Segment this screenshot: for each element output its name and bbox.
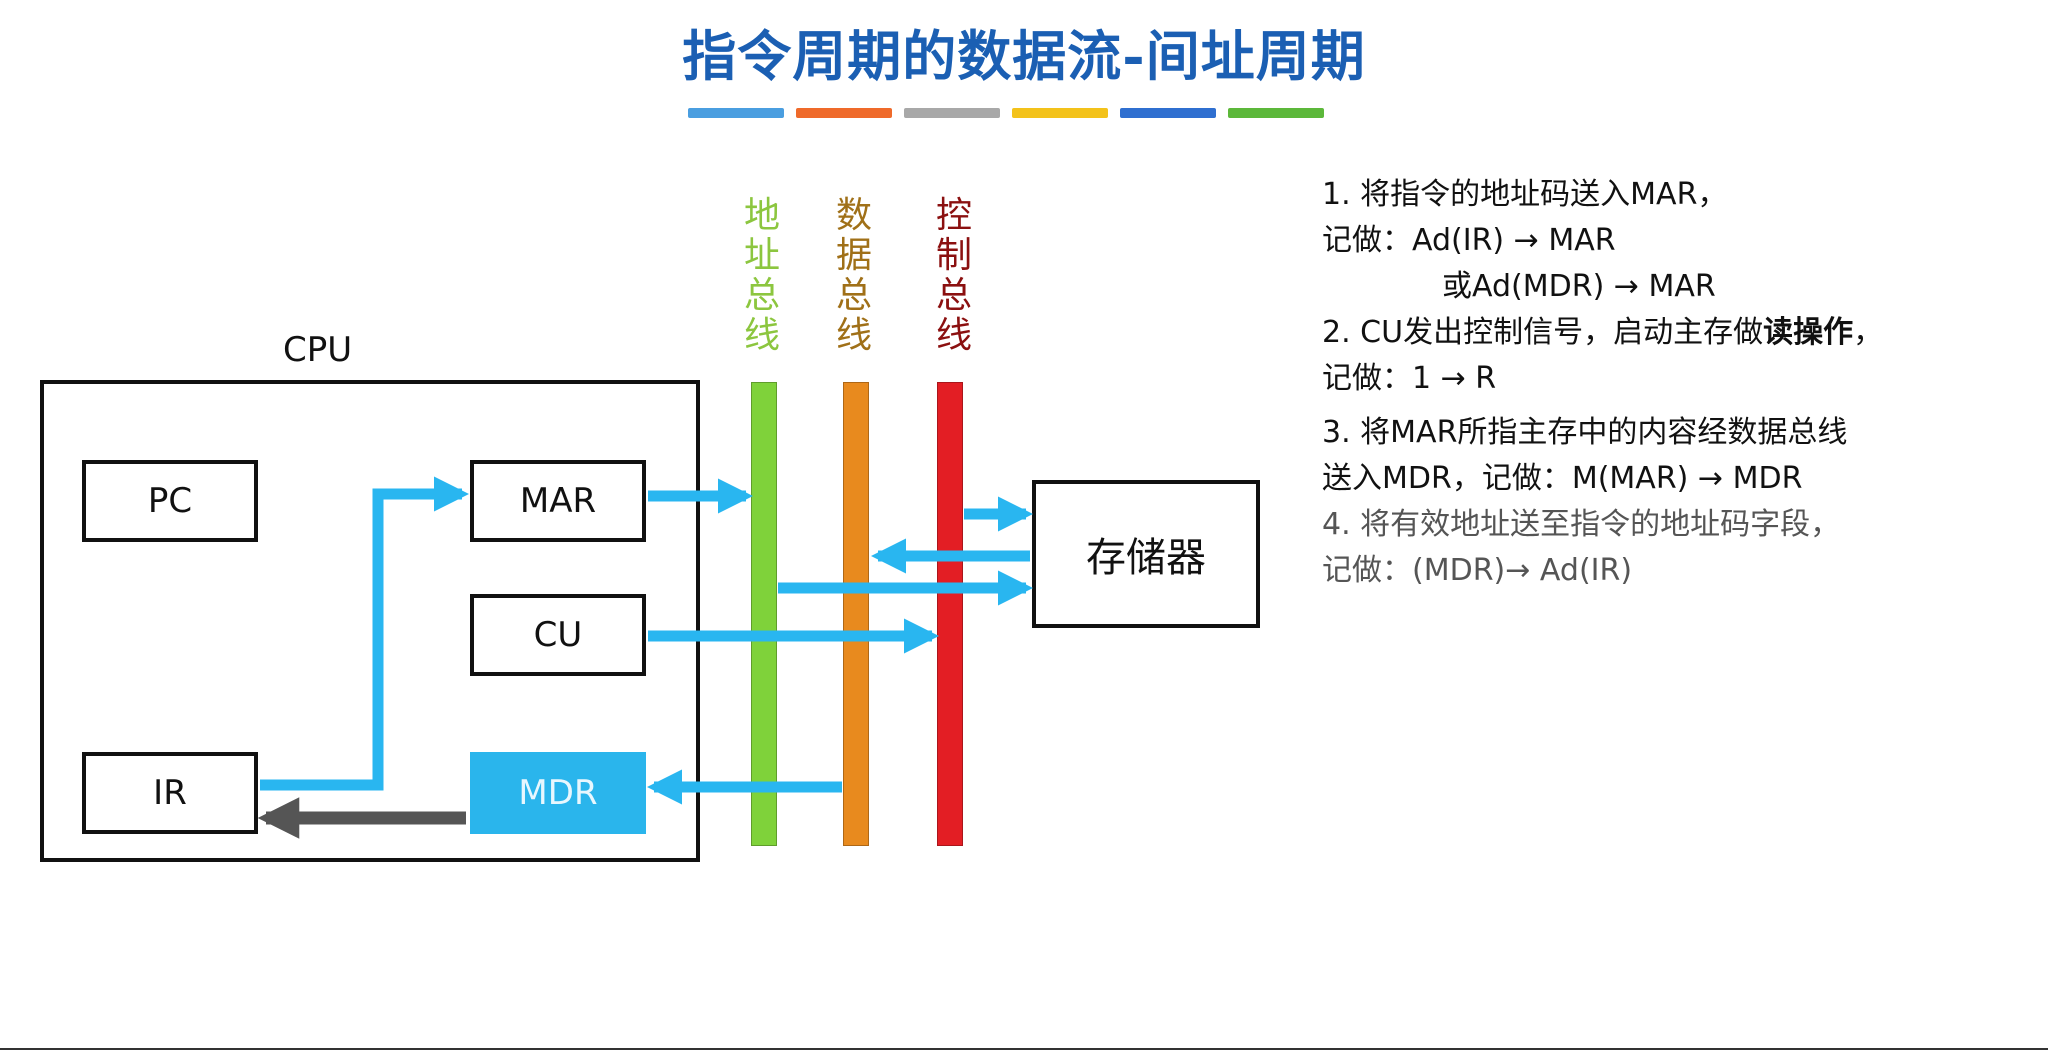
stripe-orange [796, 108, 892, 118]
pc-register: PC [82, 460, 258, 542]
stripe-gray [904, 108, 1000, 118]
slide-title: 指令周期的数据流-间址周期 [682, 24, 1366, 88]
control-bus [937, 382, 963, 846]
decorative-stripes [688, 108, 1324, 118]
step-1-line-1: 1. 将指令的地址码送入MAR， [1322, 177, 1728, 212]
step-2-bold: 读操作 [1763, 315, 1854, 350]
data-bus [843, 382, 869, 846]
address-bus [751, 382, 777, 846]
data-bus-label: 数据总线 [835, 195, 872, 356]
address-bus-label: 地址总线 [743, 195, 780, 356]
step-2-line-2: 记做：1 → R [1322, 361, 1497, 396]
cu-register: CU [470, 594, 646, 676]
ir-to-mar-arrow [260, 476, 470, 791]
step-2-prefix: 2. CU发出控制信号，启动主存做 [1322, 315, 1764, 350]
step-2-line-1: 2. CU发出控制信号，启动主存做读操作， [1322, 310, 2042, 356]
stripe-yellow [1012, 108, 1108, 118]
step-4-line-2: 记做：(MDR)→ Ad(IR) [1322, 553, 1633, 588]
steps-panel: 1. 将指令的地址码送入MAR， 记做：Ad(IR) → MAR 或Ad(MDR… [1322, 172, 2042, 594]
step-1-line-3: 或Ad(MDR) → MAR [1442, 269, 1716, 304]
step-2-suffix: ， [1853, 315, 1884, 350]
mdr-register: MDR [470, 752, 646, 834]
step-1-line-2: 记做：Ad(IR) → MAR [1322, 223, 1616, 258]
step-4-line-1: 4. 将有效地址送至指令的地址码字段， [1322, 507, 1841, 542]
memory-box: 存储器 [1032, 480, 1260, 628]
bottom-divider [0, 1048, 2048, 1050]
mar-register: MAR [470, 460, 646, 542]
step-3-line-2: 送入MDR，记做：M(MAR) → MDR [1322, 461, 1803, 496]
stripe-green [1228, 108, 1324, 118]
ir-register: IR [82, 752, 258, 834]
stripe-blue-light [688, 108, 784, 118]
control-bus-label: 控制总线 [935, 195, 972, 356]
stripe-blue [1120, 108, 1216, 118]
step-3-line-1: 3. 将MAR所指主存中的内容经数据总线 [1322, 415, 1848, 450]
cpu-label: CPU [283, 330, 353, 370]
